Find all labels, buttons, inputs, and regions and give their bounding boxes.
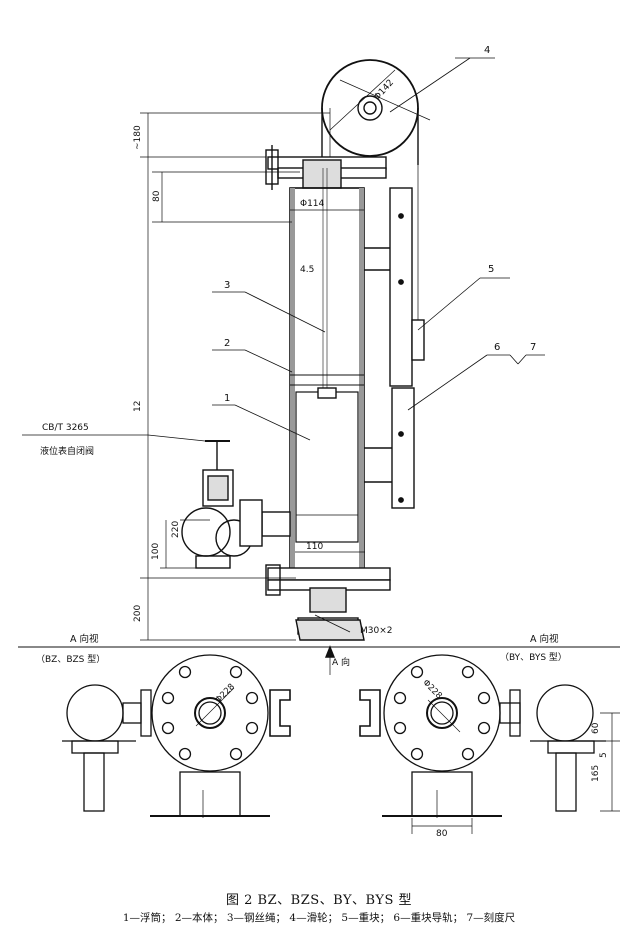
dim-12: 12 [133, 401, 143, 412]
dimension-lines [140, 112, 365, 675]
dim-80: 80 [152, 190, 162, 202]
dim-phi142: Φ142 [372, 78, 396, 103]
dim-5: 5 [599, 752, 609, 758]
left-view-title: A 向视 [70, 633, 99, 645]
callout-1: 1 [224, 393, 230, 404]
base-plinth [295, 619, 365, 641]
technical-drawing: 4 5 6 7 3 2 1 Φ142 Φ114 4.5 ~180 80 12 1… [18, 45, 620, 839]
dim-thickness: 4.5 [300, 265, 314, 275]
right-view-subtitle: （BY、BYS 型） [500, 652, 567, 663]
main-elevation [22, 57, 545, 675]
side-nozzle [261, 511, 291, 537]
dim-110: 110 [306, 542, 323, 552]
figure-caption-legend: 1—浮筒； 2—本体； 3—钢丝绳； 4—滑轮； 5—重块； 6—重块导轨； 7… [122, 912, 516, 924]
figure-caption-title: 图 2 BZ、BZS、BY、BYS 型 [226, 893, 412, 908]
dim-phi114: Φ114 [300, 199, 325, 209]
dim-165: 165 [591, 765, 601, 782]
left-a-view [62, 654, 291, 818]
self-closing-valve [181, 440, 263, 569]
dim-200: 200 [133, 605, 143, 622]
valve-name: 液位表自闭阀 [40, 445, 94, 457]
a-direction-label: A 向 [332, 656, 350, 668]
a-direction-arrow [324, 645, 336, 658]
right-view-title: A 向视 [530, 633, 559, 645]
dim-80-bottom: 80 [436, 829, 448, 839]
callout-6: 6 [494, 342, 500, 353]
callout-4: 4 [484, 45, 490, 56]
left-view-subtitle: （BZ、BZS 型） [36, 654, 105, 665]
callout-3: 3 [224, 280, 230, 291]
callout-2: 2 [224, 338, 230, 349]
dim-220: 220 [171, 521, 181, 538]
callout-5: 5 [488, 264, 494, 275]
dim-180: ~180 [133, 125, 143, 150]
dim-thread: M30×2 [360, 626, 392, 636]
dim-100: 100 [151, 543, 161, 560]
weight-guide-rail [364, 108, 425, 509]
dim-phi228-left: Φ228 [214, 682, 237, 705]
valve-standard: CB/T 3265 [42, 423, 89, 433]
top-flange [265, 145, 387, 190]
callout-7: 7 [530, 342, 536, 353]
pulley [321, 59, 431, 165]
leader-lines [22, 57, 545, 633]
float [295, 387, 359, 543]
right-a-view [359, 654, 620, 834]
dim-60: 60 [591, 722, 601, 734]
